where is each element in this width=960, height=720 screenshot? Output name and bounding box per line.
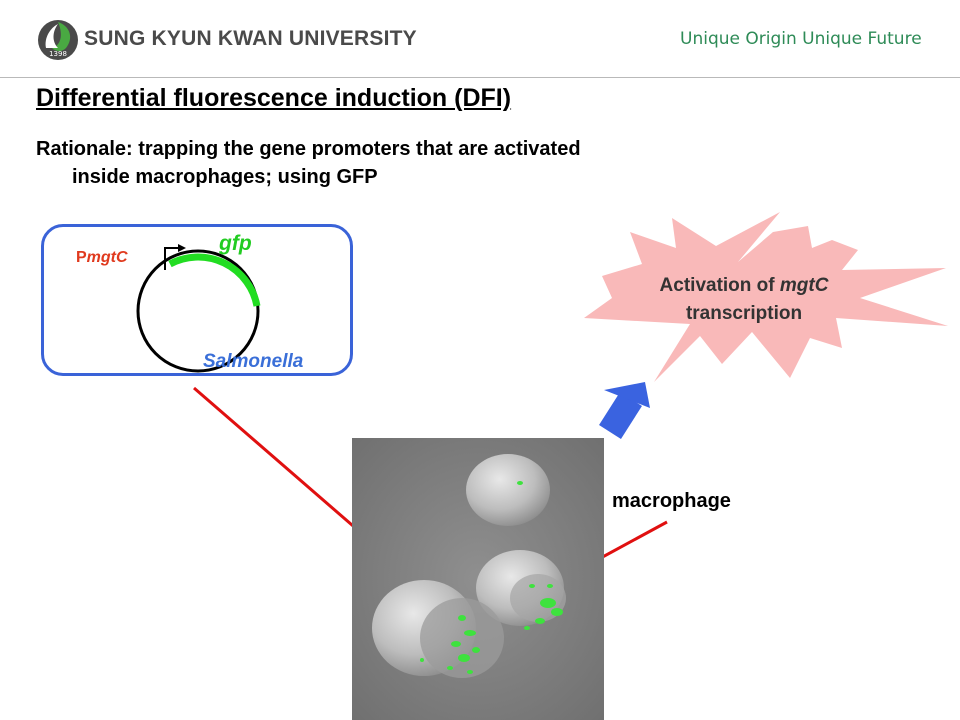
header-divider (0, 77, 960, 78)
promoter-prefix: P (76, 249, 87, 266)
activation-gene: mgtC (779, 275, 829, 296)
university-logo-icon: 1398 (38, 20, 78, 60)
slide-title: Differential fluorescence induction (DFI… (36, 84, 512, 112)
activation-starburst (584, 212, 948, 382)
activation-text: Activation of (659, 275, 780, 296)
logo-year: 1398 (49, 50, 67, 58)
gfp-label: gfp (219, 232, 252, 255)
salmonella-cell-box (41, 224, 353, 376)
rationale-line-1: Rationale: trapping the gene promoters t… (36, 138, 581, 160)
rationale-line-2: inside macrophages; using GFP (72, 166, 378, 188)
macrophage-label: macrophage (612, 490, 731, 512)
gfp-gene-arc (168, 253, 261, 307)
rationale-text: Rationale: trapping the gene promoters t… (36, 135, 796, 191)
slogan: Unique Origin Unique Future (680, 29, 922, 49)
macrophage-micrograph (352, 438, 604, 720)
salmonella-label: Salmonella (203, 351, 304, 372)
upward-blue-arrow-icon (599, 382, 650, 439)
activation-label: Activation of mgtC transcription (604, 272, 884, 328)
university-name: SUNG KYUN KWAN UNIVERSITY (84, 27, 417, 50)
promoter-arrow-icon (164, 247, 180, 270)
promoter-label: PmgtC (76, 249, 128, 267)
activation-transcription: transcription (685, 303, 803, 324)
promoter-name: mgtC (86, 249, 128, 266)
header: 1398 SUNG KYUN KWAN UNIVERSITY Unique Or… (0, 0, 960, 78)
plasmid-circle (136, 249, 260, 373)
